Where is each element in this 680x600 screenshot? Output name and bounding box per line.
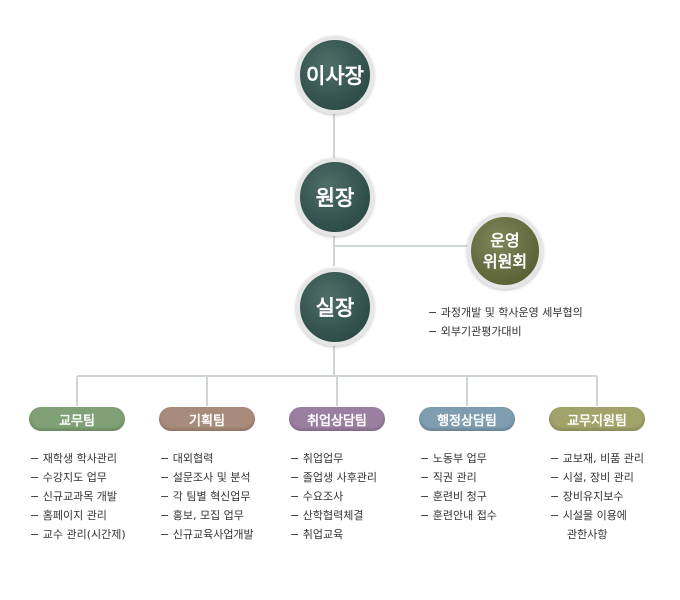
node-director: 원장 xyxy=(296,158,374,236)
node-committee-label-2: 위원회 xyxy=(482,252,528,271)
team-career-label: 취업상담팀 xyxy=(307,413,367,429)
task-item: − 교보재, 비품 관리 xyxy=(550,452,645,465)
task-item: − 재학생 학사관리 xyxy=(30,452,118,465)
task-item: − 노동부 업무 xyxy=(420,452,487,465)
task-item: − 훈련비 청구 xyxy=(420,490,487,503)
task-item: − 훈련안내 접수 xyxy=(420,509,497,522)
team-academic-tasks: − 재학생 학사관리 − 수강지도 업무 − 신규교과목 개발 − 홈페이지 관… xyxy=(30,449,126,544)
team-support: 교무지원팀 xyxy=(549,407,645,431)
team-career-tasks: − 취업업무 − 졸업생 사후관리 − 수요조사 − 산학협력체결 − 취업교육 xyxy=(290,449,377,544)
team-admin-tasks: − 노동부 업무 − 직권 관리 − 훈련비 청구 − 훈련안내 접수 xyxy=(420,449,497,525)
team-admin: 행정상담팀 xyxy=(419,407,515,431)
task-item: − 각 팀별 혁신업무 xyxy=(160,490,251,503)
team-support-label: 교무지원팀 xyxy=(567,413,627,429)
task-item: − 홍보, 모집 업무 xyxy=(160,509,244,522)
team-support-tasks: − 교보재, 비품 관리 − 시설, 장비 관리 − 장비유지보수 − 시설물 … xyxy=(550,449,644,544)
task-item: − 수요조사 xyxy=(290,490,344,503)
task-item: − 취업교육 xyxy=(290,528,344,541)
task-item: − 수강지도 업무 xyxy=(30,471,107,484)
node-chief-label: 실장 xyxy=(315,296,355,320)
node-director-label: 원장 xyxy=(315,186,355,210)
task-item: − 졸업생 사후관리 xyxy=(290,471,378,484)
task-item: − 신규교과목 개발 xyxy=(30,490,118,503)
team-career: 취업상담팀 xyxy=(289,407,385,431)
task-item: − 설문조사 및 분석 xyxy=(160,471,251,484)
task-item: − 장비유지보수 xyxy=(550,490,624,503)
task-item: − 시설물 이용에 xyxy=(550,509,627,522)
task-item: 관한사항 xyxy=(567,528,608,541)
task-item: − 신규교육사업개발 xyxy=(160,528,254,541)
node-committee-label-1: 운영 xyxy=(490,231,520,250)
committee-note: − 외부기관평가대비 xyxy=(428,325,522,338)
team-academic: 교무팀 xyxy=(29,407,125,431)
committee-note: − 과정개발 및 학사운영 세부협의 xyxy=(428,306,583,319)
task-item: − 홈페이지 관리 xyxy=(30,509,107,522)
node-chairman-label: 이사장 xyxy=(306,64,364,88)
team-planning-label: 기획팀 xyxy=(189,413,225,429)
team-academic-label: 교무팀 xyxy=(59,413,95,429)
node-chief: 실장 xyxy=(296,268,374,346)
team-planning-tasks: − 대외협력 − 설문조사 및 분석 − 각 팀별 혁신업무 − 홍보, 모집 … xyxy=(160,449,254,544)
node-chairman: 이사장 xyxy=(296,36,374,114)
committee-notes: − 과정개발 및 학사운영 세부협의 − 외부기관평가대비 xyxy=(428,303,583,341)
task-item: − 시설, 장비 관리 xyxy=(550,471,634,484)
team-planning: 기획팀 xyxy=(159,407,255,431)
node-committee: 운영 위원회 xyxy=(467,213,543,289)
task-item: − 대외협력 xyxy=(160,452,214,465)
task-item: − 교수 관리(시간제) xyxy=(30,528,126,541)
task-item: − 산학협력체결 xyxy=(290,509,364,522)
task-item: − 직권 관리 xyxy=(420,471,477,484)
task-item: − 취업업무 xyxy=(290,452,344,465)
team-admin-label: 행정상담팀 xyxy=(437,413,497,429)
